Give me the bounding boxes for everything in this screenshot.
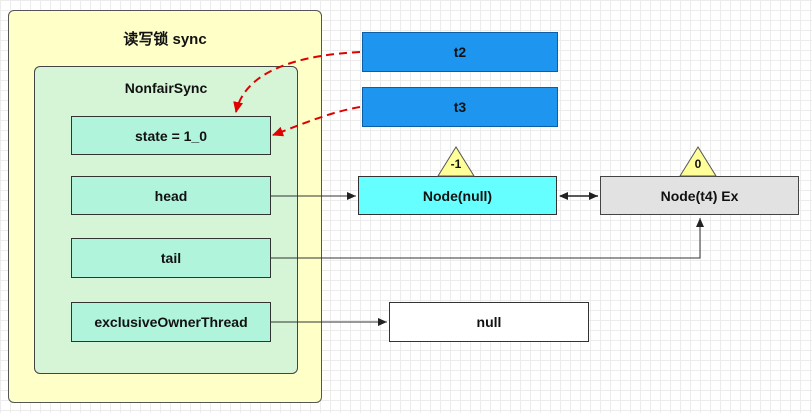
sync-title: 读写锁 sync	[123, 31, 207, 48]
owner-thread-field: exclusiveOwnerThread	[71, 302, 271, 342]
head-node-wait-status: -1	[450, 157, 462, 171]
t3-wait-arrow	[272, 106, 361, 137]
owner-null-label: null	[476, 314, 502, 330]
tail-node-status-triangle	[679, 146, 717, 177]
head-field: head	[71, 176, 271, 215]
thread-t3: t3	[362, 87, 558, 127]
tail-node: Node(t4) Ex	[600, 176, 799, 215]
thread-t2-label: t2	[453, 44, 467, 60]
owner-thread-field-label: exclusiveOwnerThread	[94, 314, 248, 330]
tail-field-label: tail	[160, 250, 182, 266]
tail-node-label: Node(t4) Ex	[660, 187, 739, 204]
head-field-label: head	[154, 187, 188, 204]
state-field: state = 1_0	[71, 116, 271, 155]
head-node-status-triangle	[437, 146, 475, 177]
state-field-label: state = 1_0	[135, 127, 207, 144]
thread-t2: t2	[362, 32, 558, 72]
tail-pointer-arrow	[271, 218, 704, 259]
tail-field: tail	[71, 238, 271, 278]
owner-null-node: null	[389, 302, 589, 342]
thread-t3-label: t3	[453, 99, 467, 115]
tail-node-wait-status: 0	[694, 157, 702, 171]
t2-wait-arrow	[233, 51, 361, 113]
nonfairsync-title: NonfairSync	[124, 80, 208, 96]
head-node: Node(null)	[358, 176, 557, 215]
head-node-label: Node(null)	[422, 187, 493, 204]
